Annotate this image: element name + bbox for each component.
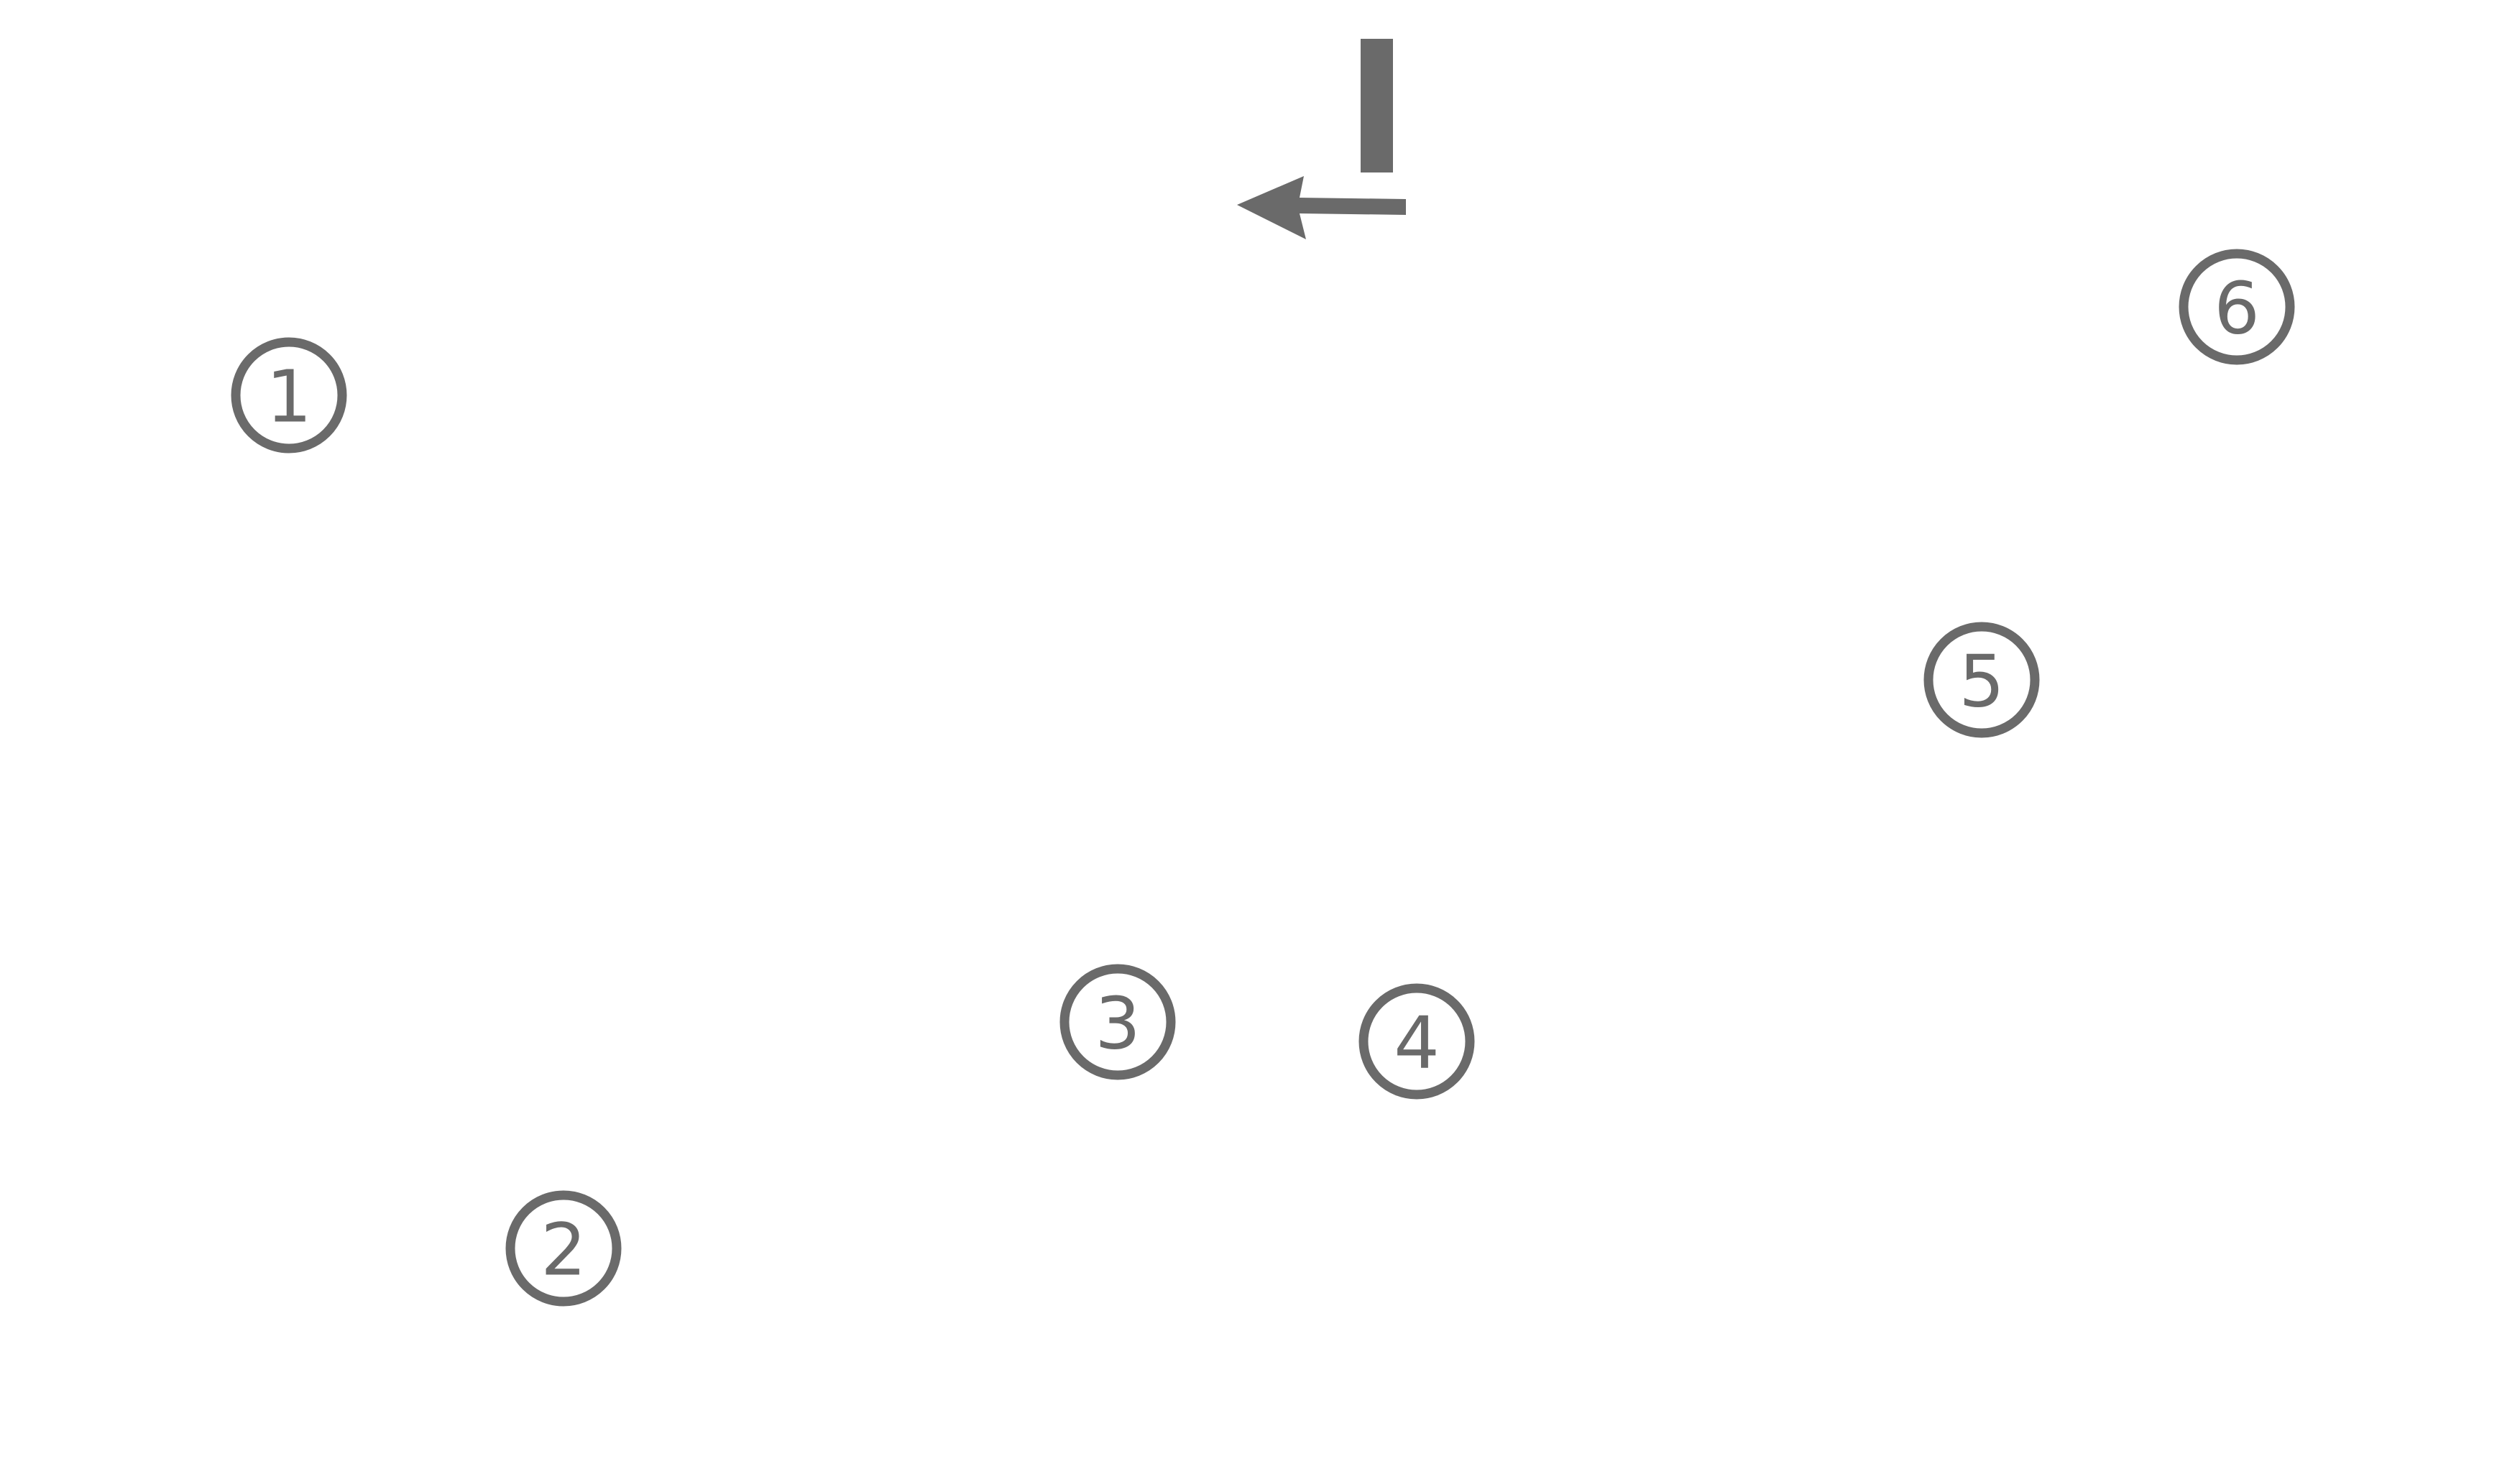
vertical-bar [1361,39,1393,172]
circled-number-6: 6 [2179,249,2295,365]
marker-circle [1059,964,1176,1080]
circled-number-4: 4 [1358,983,1475,1100]
circled-number-1: 1 [231,337,347,454]
marker-circle [2179,249,2295,365]
marker-label: 3 [1095,982,1141,1066]
circled-number-2: 2 [505,1190,622,1307]
marker-label: 1 [266,355,312,439]
marker-circle [231,337,347,454]
marker-label: 6 [2214,267,2260,351]
marker-label: 5 [1959,640,2005,724]
marker-label: 2 [541,1208,587,1292]
marker-circle [505,1190,622,1307]
arrow-left-icon [1237,176,1406,239]
circled-number-5: 5 [1923,622,2040,738]
marker-circle [1923,622,2040,738]
marker-circle [1358,983,1475,1100]
circled-number-3: 3 [1059,964,1176,1080]
marker-label: 4 [1394,1001,1440,1085]
